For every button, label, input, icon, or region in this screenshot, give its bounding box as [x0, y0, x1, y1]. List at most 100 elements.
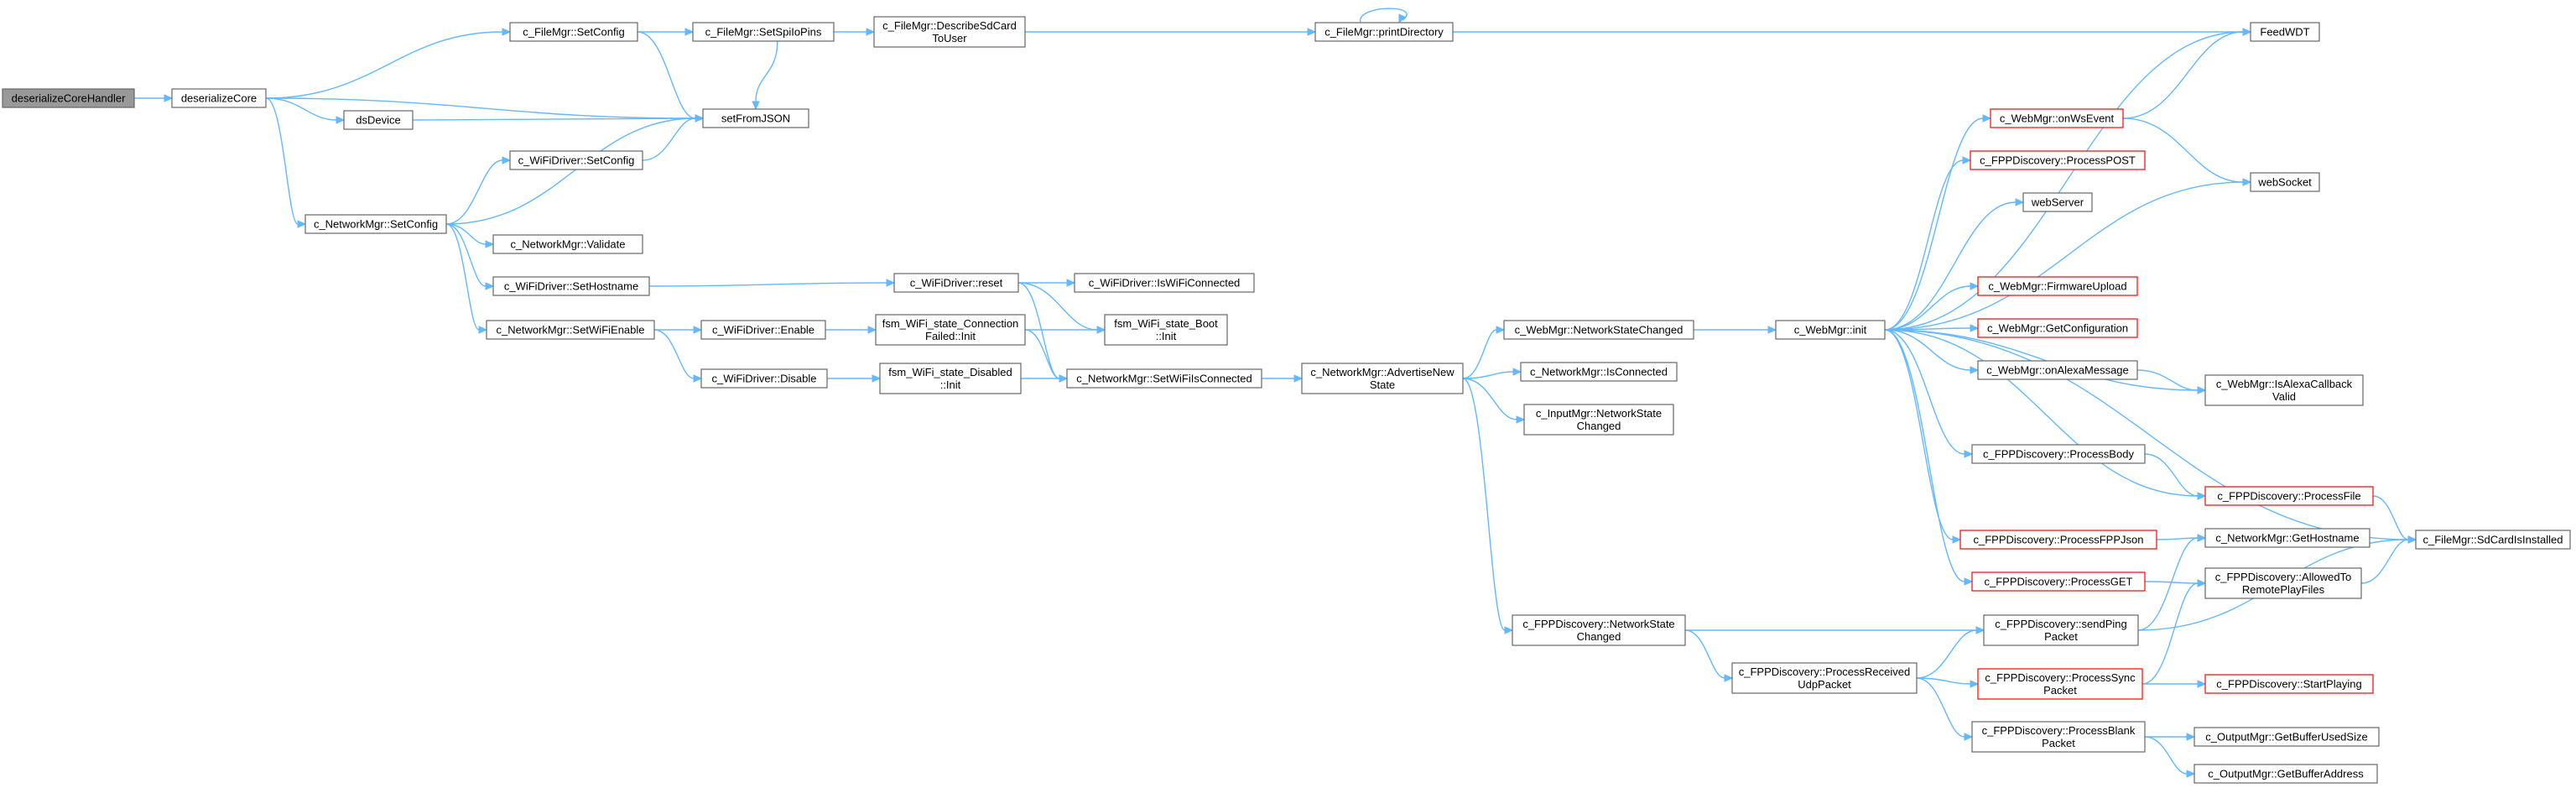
node-box — [2022, 192, 2093, 212]
node-fsm-disabled[interactable]: fsm_WiFi_state_Disabled::Init — [879, 363, 1022, 394]
edge-line — [1884, 159, 1964, 331]
node-file-mgr-set-config[interactable]: c_FileMgr::SetConfig — [509, 22, 638, 42]
node-fpp-discovery-network-state-changed[interactable]: c_FPPDiscovery::NetworkStateChanged — [1512, 614, 1686, 646]
node-fpp-discovery-process-get[interactable]: c_FPPDiscovery::ProcessGET — [1971, 571, 2146, 592]
node-box — [171, 88, 267, 108]
node-web-mgr-on-ws-event[interactable]: c_WebMgr::onWsEvent — [1990, 108, 2124, 128]
node-box — [1971, 571, 2146, 592]
edge-line — [1017, 282, 1098, 331]
node-web-socket[interactable]: webSocket — [2250, 172, 2320, 192]
node-fpp-discovery-process-body[interactable]: c_FPPDiscovery::ProcessBody — [1971, 444, 2146, 464]
edge-arrowhead — [1398, 13, 1407, 24]
edge-line — [637, 31, 696, 119]
node-web-mgr-network-state-changed[interactable]: c_WebMgr::NetworkStateChanged — [1503, 320, 1694, 340]
node-network-mgr-set-wi-fi-is-connected[interactable]: c_NetworkMgr::SetWiFiIsConnected — [1066, 368, 1262, 389]
node-web-mgr-get-configuration[interactable]: c_WebMgr::GetConfiguration — [1977, 318, 2138, 338]
node-wi-fi-driver-set-hostname[interactable]: c_WiFiDriver::SetHostname — [492, 276, 650, 296]
node-web-mgr-init[interactable]: c_WebMgr::init — [1775, 320, 1886, 340]
node-network-mgr-validate[interactable]: c_NetworkMgr::Validate — [492, 234, 643, 254]
edge-line — [445, 159, 503, 225]
node-set-from-json[interactable]: setFromJSON — [702, 108, 809, 128]
node-network-mgr-get-hostname[interactable]: c_NetworkMgr::GetHostname — [2204, 528, 2370, 548]
node-fpp-discovery-process-file[interactable]: c_FPPDiscovery::ProcessFile — [2204, 486, 2374, 506]
node-feed-wdt[interactable]: FeedWDT — [2250, 22, 2320, 42]
node-output-mgr-get-buffer-address[interactable]: c_OutputMgr::GetBufferAddress — [2194, 764, 2378, 784]
edge-line — [2122, 117, 2244, 183]
node-fpp-discovery-process-fpp-json[interactable]: c_FPPDiscovery::ProcessFPPJson — [1959, 530, 2157, 550]
node-wi-fi-driver-disable[interactable]: c_WiFiDriver::Disable — [700, 368, 828, 389]
node-deserialize-core[interactable]: deserializeCore — [171, 88, 267, 108]
node-label: Failed::Init — [925, 330, 976, 342]
edge-wi-fi-driver-enable-to-fsm-connection-failed — [825, 326, 877, 334]
node-box — [2250, 172, 2320, 192]
node-network-mgr-set-wi-fi-enable[interactable]: c_NetworkMgr::SetWiFiEnable — [486, 320, 655, 340]
node-wi-fi-driver-set-config[interactable]: c_WiFiDriver::SetConfig — [509, 150, 643, 170]
node-web-mgr-firmware-upload[interactable]: c_WebMgr::FirmwareUpload — [1977, 276, 2138, 296]
node-fpp-discovery-start-playing[interactable]: c_FPPDiscovery::StartPlaying — [2204, 674, 2374, 694]
node-wi-fi-driver-enable[interactable]: c_WiFiDriver::Enable — [700, 320, 826, 340]
node-web-server[interactable]: webServer — [2022, 192, 2093, 212]
edge-line — [2122, 31, 2244, 119]
node-label: ::Init — [1156, 330, 1177, 342]
node-label: c_InputMgr::NetworkState — [1536, 407, 1662, 420]
edge-line — [445, 117, 696, 225]
edge-fpp-discovery-process-sync-packet-to-fpp-discovery-start-playing — [2142, 680, 2207, 688]
node-label: fsm_WiFi_state_Boot — [1114, 317, 1218, 330]
node-label: c_FPPDiscovery::ProcessReceived — [1739, 665, 1910, 678]
edge-fpp-discovery-process-file-to-file-mgr-sd-card-is-installed — [2372, 495, 2417, 544]
edge-arrowhead — [1724, 674, 1734, 682]
node-web-mgr-on-alexa-message[interactable]: c_WebMgr::onAlexaMessage — [1977, 360, 2138, 380]
node-output-mgr-get-buffer-used-size[interactable]: c_OutputMgr::GetBufferUsedSize — [2194, 727, 2380, 747]
node-file-mgr-print-directory[interactable]: c_FileMgr::printDirectory — [1314, 22, 1454, 42]
node-network-mgr-is-connected[interactable]: c_NetworkMgr::IsConnected — [1520, 362, 1678, 382]
edge-line — [1884, 201, 2017, 331]
node-fpp-discovery-process-post[interactable]: c_FPPDiscovery::ProcessPOST — [1970, 150, 2146, 170]
edge-fsm-disabled-to-network-mgr-set-wi-fi-is-connected — [1020, 374, 1069, 383]
node-label: c_WiFiDriver::reset — [910, 277, 1003, 290]
node-input-mgr-network-state-changed[interactable]: c_InputMgr::NetworkStateChanged — [1523, 404, 1674, 436]
edge-line — [755, 40, 778, 102]
node-wi-fi-driver-reset[interactable]: c_WiFiDriver::reset — [893, 273, 1019, 293]
edge-line — [265, 31, 503, 99]
edge-line — [1916, 677, 1971, 685]
node-label: c_WebMgr::IsAlexaCallback — [2216, 378, 2353, 390]
node-label: c_FPPDiscovery::StartPlaying — [2216, 678, 2361, 691]
node-file-mgr-sd-card-is-installed[interactable]: c_FileMgr::SdCardIsInstalled — [2415, 530, 2571, 550]
node-file-mgr-set-spi-io-pins[interactable]: c_FileMgr::SetSpiIoPins — [692, 22, 835, 42]
edge-line — [1916, 677, 1965, 738]
node-box — [1977, 668, 2143, 700]
edge-arrowhead — [1970, 282, 1980, 290]
edge-file-mgr-set-spi-io-pins-to-set-from-json — [752, 40, 778, 111]
edge-file-mgr-print-directory-to-file-mgr-print-directory — [1360, 8, 1408, 24]
node-deserialize-core-handler[interactable]: deserializeCoreHandler — [2, 88, 135, 108]
edge-file-mgr-print-directory-to-feed-wdt — [1453, 28, 2252, 36]
node-network-mgr-set-config[interactable]: c_NetworkMgr::SetConfig — [304, 214, 447, 234]
edge-line — [265, 97, 337, 121]
edge-network-mgr-set-wi-fi-enable-to-wi-fi-driver-disable — [653, 329, 703, 383]
node-wi-fi-driver-is-wi-fi-connected[interactable]: c_WiFiDriver::IsWiFiConnected — [1074, 273, 1255, 293]
edge-wi-fi-driver-set-config-to-set-from-json — [642, 114, 705, 161]
edge-arrowhead — [2197, 492, 2207, 500]
edge-arrowhead — [867, 326, 877, 334]
node-box — [492, 276, 650, 296]
node-fsm-boot[interactable]: fsm_WiFi_state_Boot::Init — [1104, 314, 1228, 346]
edge-arrowhead — [2197, 534, 2207, 542]
edge-arrowhead — [1952, 535, 1962, 544]
edge-arrowhead — [336, 116, 346, 124]
node-label: fsm_WiFi_state_Connection — [882, 317, 1019, 330]
node-box — [1314, 22, 1454, 42]
node-label: c_WebMgr::onAlexaMessage — [1986, 364, 2129, 377]
node-ds-device[interactable]: dsDevice — [343, 110, 414, 130]
edge-arrowhead — [1970, 366, 1980, 374]
edge-deserialize-core-handler-to-deserialize-core — [134, 94, 174, 102]
edge-line — [412, 117, 696, 121]
